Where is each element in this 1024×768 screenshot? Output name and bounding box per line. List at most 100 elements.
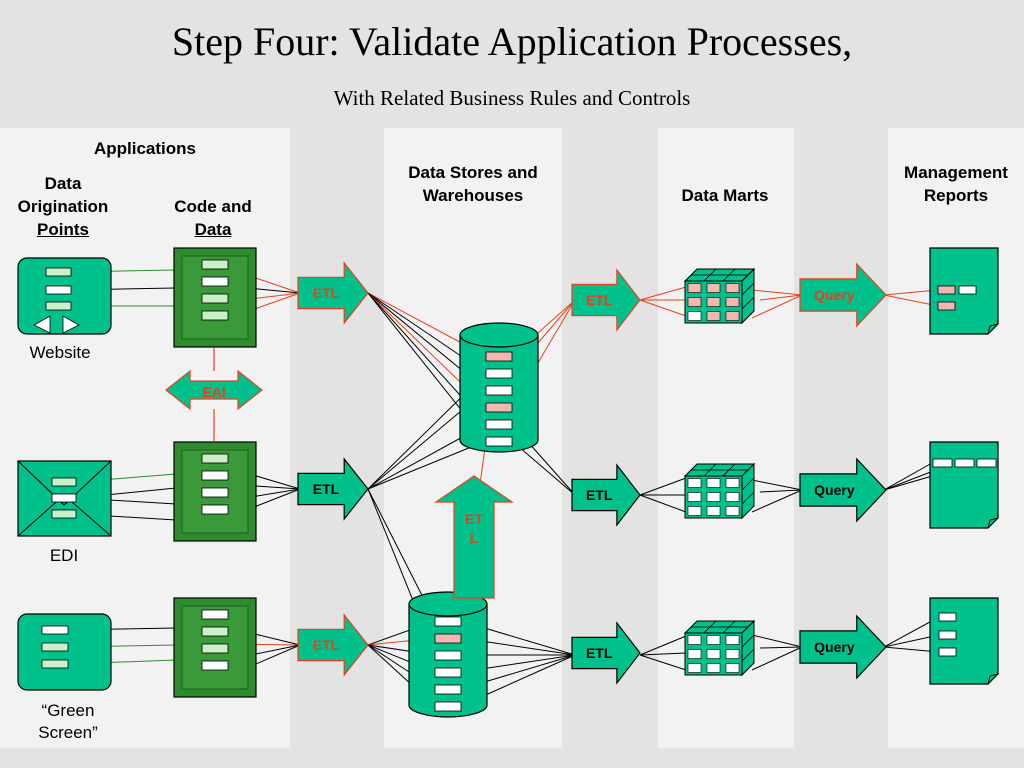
page-title: Step Four: Validate Application Processe… [171,19,853,64]
connector-line [639,299,687,317]
forward-arrow-icon [62,315,80,334]
data-mart-cube [683,619,756,677]
edi-label: EDI [49,546,79,565]
code-header-line1: Code and [174,197,252,216]
reports-header: Management Reports [888,161,1024,207]
cube-cell [725,311,740,321]
cube-cell [706,297,721,307]
vertical-etl-label-1: ET [465,511,483,527]
data-field [201,310,229,321]
cube-cell [725,297,740,307]
connector-line [639,635,687,656]
data-field [201,487,229,498]
data-warehouse-top [459,322,539,453]
report-document [929,597,999,685]
connector-line [751,634,803,648]
cube-line [741,477,755,491]
etl-label: ETL [313,285,340,301]
cube-cell [687,649,702,659]
eai-label: EAI [202,384,225,400]
report-field [976,458,997,468]
query-arrow: Query [799,262,887,328]
cube-cell [706,649,721,659]
website-label: Website [29,343,91,362]
cube-cell [706,506,721,516]
stores-header: Data Stores and Warehouses [384,161,562,207]
connector-line [883,289,939,296]
report-field [954,458,975,468]
cube-cell [687,506,702,516]
report-field [937,301,956,311]
cube-cell [706,311,721,321]
connector-line [751,479,803,491]
report-fold [987,673,999,685]
query-label: Query [814,482,855,498]
reports-header-line1: Management [904,163,1008,182]
code-data-box [173,247,257,348]
data-store-bottom [408,591,488,718]
connector-line [751,489,803,513]
report-field [932,458,953,468]
etl-label: ETL [586,487,613,503]
applications-header: Applications [93,139,196,158]
report-field [938,647,957,657]
website-source [17,257,112,335]
code-data-box [173,597,257,698]
code-data-box [173,441,257,542]
origination-header-line3: Points [37,220,89,239]
arrow-shape [297,613,369,677]
connector-line [759,294,803,301]
report-fold [987,323,999,335]
green-screen-source [17,613,112,691]
etl-arrow: ETL [571,268,641,332]
green-screen-label-line2: Screen” [38,723,98,742]
data-field [201,626,229,637]
stores-header-line1: Data Stores and [408,163,538,182]
cube-line [741,296,755,310]
cube-cell [687,478,702,488]
connector-line [367,440,487,490]
cube-cell [725,635,740,645]
cube-line [741,282,755,296]
marts-header: Data Marts [681,186,769,205]
query-arrow: Query [799,614,887,680]
data-mart-cubes [683,267,756,677]
cube-cell [687,283,702,293]
cube-cell [725,663,740,673]
etl-arrow: ETL [571,463,641,527]
report-document [929,441,999,529]
cube-cell [725,478,740,488]
page-subtitle: With Related Business Rules and Controls [333,86,691,110]
cube-cell [706,663,721,673]
origination-header-line1: Data [44,174,82,193]
data-field [201,504,229,515]
cube-cell [706,478,721,488]
stores-header-line2: Warehouses [422,186,524,205]
connector-line [883,462,933,491]
arrow-shape [297,457,369,521]
data-field [201,453,229,464]
cube-cell [687,311,702,321]
arrow-shape [571,621,641,685]
report-page [929,441,999,529]
connector-line [639,494,687,513]
report-document [929,247,999,335]
connector-line [759,489,803,493]
query-arrow: Query [799,457,887,523]
report-fold [987,517,999,529]
cube-cell [687,635,702,645]
connector-line [751,646,803,671]
connector-line [639,477,687,496]
back-arrow-icon [33,315,51,334]
connector-line [639,654,687,671]
report-field [938,612,957,622]
etl-arrow: ETL [297,613,369,677]
cube-cell [687,663,702,673]
arrow-shape [799,614,887,680]
cube-cell [706,635,721,645]
etl-label: ETL [586,645,613,661]
cube-line [741,491,755,505]
origination-header: Data Origination Points [0,172,126,241]
